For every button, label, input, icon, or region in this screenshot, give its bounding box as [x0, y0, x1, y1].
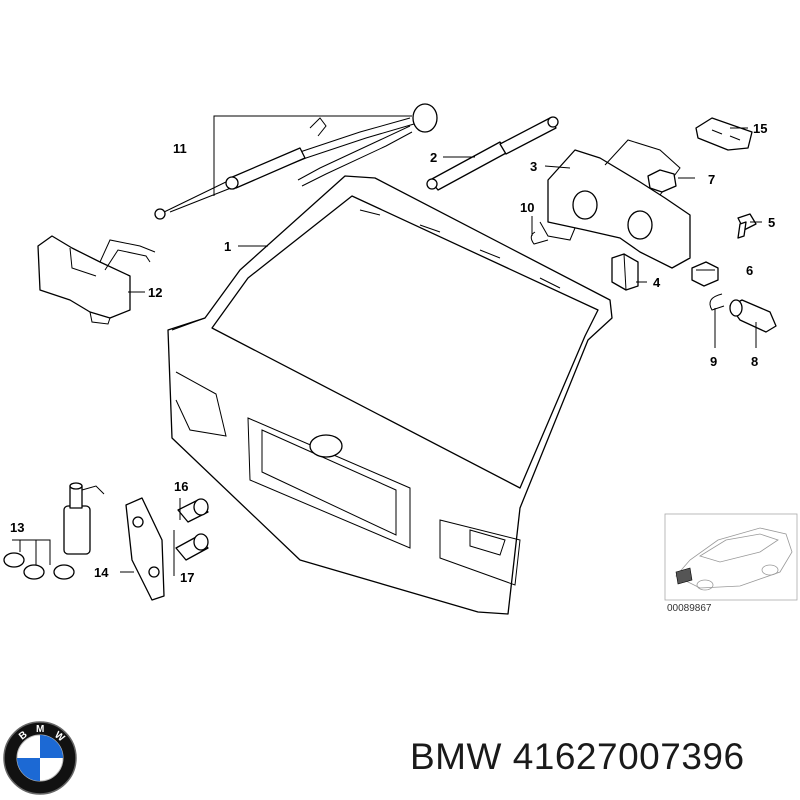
clip-part-10 [530, 231, 549, 245]
gas-strut-part-2 [426, 116, 559, 191]
callout-14: 14 [94, 565, 109, 580]
callout-8: 8 [751, 354, 758, 369]
vehicle-reference-thumbnail: 00089867 [664, 513, 798, 614]
bolt-part-16 [177, 498, 209, 523]
callout-16: 16 [174, 479, 188, 494]
callout-1: 1 [224, 239, 231, 254]
svg-text:M: M [36, 724, 44, 735]
callout-9: 9 [710, 354, 717, 369]
callout-6: 6 [746, 263, 753, 278]
circlip-part-9 [709, 293, 725, 311]
callout-3: 3 [530, 159, 537, 174]
callout-15: 15 [753, 121, 767, 136]
leader-lines [12, 115, 762, 576]
callout-12: 12 [148, 285, 162, 300]
hinge-part-3 [539, 139, 691, 269]
callout-11: 11 [173, 141, 187, 156]
reference-number: 00089867 [667, 603, 712, 614]
callout-13: 13 [10, 520, 24, 535]
callout-labels: 1 2 3 4 5 6 7 8 9 10 11 12 13 14 15 16 1… [10, 121, 775, 585]
callout-4: 4 [653, 275, 661, 290]
bracket-part-15 [695, 117, 753, 151]
callout-2: 2 [430, 150, 437, 165]
bolt-part-17 [175, 533, 209, 561]
tailgate-part-1 [167, 175, 613, 615]
spacer-part-4 [611, 253, 639, 291]
callout-10: 10 [520, 200, 534, 215]
bolt-part-5 [737, 213, 757, 239]
hinge-plate-part-14 [125, 497, 165, 601]
pin-part-8 [729, 299, 777, 333]
nut-part-7 [647, 169, 677, 193]
part-number-caption: BMW 41627007396 [410, 736, 745, 777]
callout-7: 7 [708, 172, 715, 187]
callout-17: 17 [180, 570, 194, 585]
lock-part-12 [37, 235, 156, 325]
callout-5: 5 [768, 215, 775, 230]
nut-part-6 [691, 261, 719, 287]
damper-part-13 [3, 482, 105, 580]
bmw-logo: B M W [3, 721, 77, 795]
